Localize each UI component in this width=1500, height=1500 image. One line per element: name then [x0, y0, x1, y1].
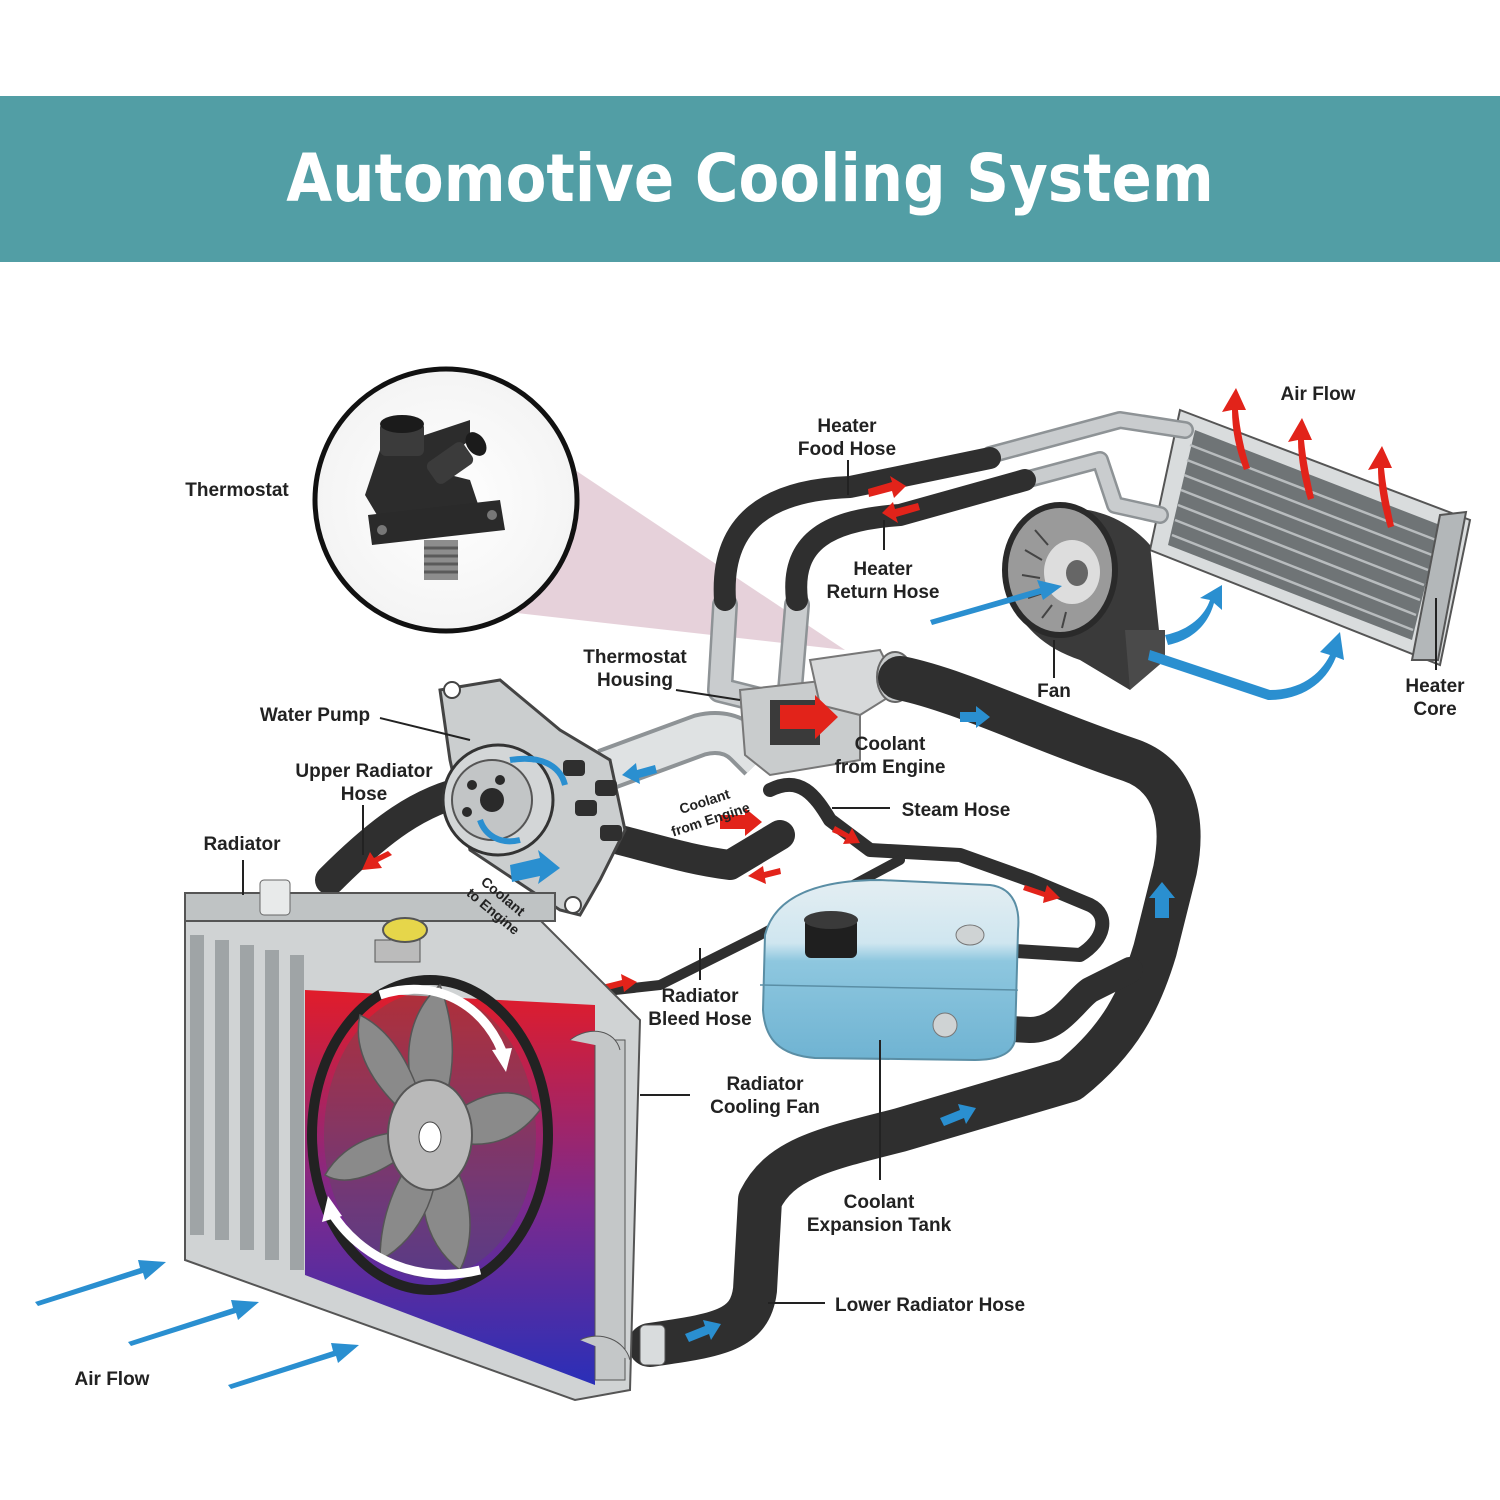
- air-flow-arrows-heater: [930, 580, 1344, 700]
- label-coolant-expansion-tank: Coolant: [844, 1192, 915, 1213]
- label-radiator-bleed-hose: Radiator: [661, 986, 739, 1007]
- air-flow-arrows-hot: [1222, 388, 1394, 528]
- title-banner: [0, 96, 1500, 262]
- blower-fan-icon: [1002, 502, 1165, 690]
- label-air-flow-bottom: Air Flow: [75, 1369, 150, 1390]
- label-thermostat-housing: Housing: [597, 670, 673, 691]
- page-title: Automotive Cooling System: [286, 140, 1214, 217]
- water-pump-icon: [438, 678, 627, 917]
- leader-lines: [242, 460, 1437, 1304]
- label-radiator-cooling-fan: Radiator: [726, 1074, 804, 1095]
- label-lower-radiator-hose: Lower Radiator Hose: [835, 1295, 1025, 1316]
- label-heater-return-hose: Return Hose: [827, 582, 940, 603]
- cooling-fan-icon: [307, 975, 553, 1295]
- label-heater-core: Core: [1413, 699, 1456, 720]
- label-radiator-bleed-hose: Bleed Hose: [648, 1009, 751, 1030]
- hose-flow-arrows: [362, 695, 1175, 1342]
- heater-core-icon: [1148, 408, 1472, 667]
- label-upper-radiator-hose: Hose: [341, 784, 387, 805]
- heater-hoses: [713, 447, 1036, 611]
- label-air-flow-top: Air Flow: [1281, 384, 1356, 405]
- label-radiator: Radiator: [203, 834, 281, 855]
- label-fan: Fan: [1037, 681, 1071, 702]
- thermostat-icon: [312, 366, 580, 634]
- label-radiator-cooling-fan: Cooling Fan: [710, 1097, 820, 1118]
- flow-arrow-icon: [882, 502, 920, 523]
- label-coolant-from-engine: Coolant: [855, 734, 926, 755]
- label-steam-hose: Steam Hose: [902, 800, 1011, 821]
- label-heater-food-hose: Heater: [817, 416, 877, 437]
- label-thermostat: Thermostat: [185, 480, 289, 501]
- label-heater-core: Heater: [1405, 676, 1465, 697]
- label-coolant-expansion-tank: Expansion Tank: [807, 1215, 952, 1236]
- air-flow-arrows-bottom: [35, 1260, 359, 1389]
- label-thermostat-housing: Thermostat: [583, 647, 687, 668]
- label-heater-return-hose: Heater: [853, 559, 913, 580]
- label-coolant-from-engine: from Engine: [835, 757, 946, 778]
- label-water-pump: Water Pump: [260, 705, 370, 726]
- flow-arrow-icon: [868, 476, 906, 498]
- expansion-tank-icon: [759, 878, 1020, 1062]
- label-heater-food-hose: Food Hose: [798, 439, 896, 460]
- label-upper-radiator-hose: Upper Radiator: [295, 761, 433, 782]
